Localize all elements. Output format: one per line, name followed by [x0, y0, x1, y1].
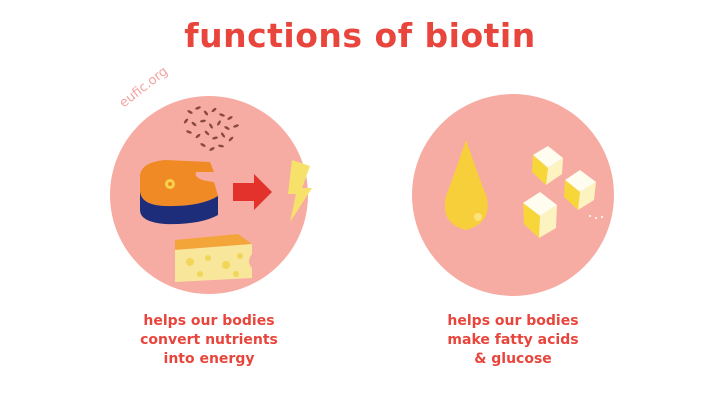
caption-line: & glucose	[474, 351, 552, 367]
sugar-cubes-icon	[523, 146, 603, 238]
cheese-icon	[175, 234, 252, 282]
seeds-icon	[183, 106, 239, 151]
energy-circle	[110, 96, 312, 294]
caption-line: helps our bodies	[143, 313, 275, 329]
fatty-acids-circle	[412, 94, 614, 296]
oil-drop-icon	[444, 140, 488, 230]
salmon-steak-icon	[140, 160, 218, 225]
caption-energy: helps our bodies convert nutrients into …	[99, 312, 319, 369]
caption-line: helps our bodies	[447, 313, 579, 329]
page-title: functions of biotin	[184, 16, 536, 55]
caption-line: convert nutrients	[140, 332, 278, 348]
caption-line: into energy	[163, 351, 255, 367]
caption-fatty-acids: helps our bodies make fatty acids & gluc…	[403, 312, 623, 369]
lightning-bolt-icon	[288, 160, 312, 222]
arrow-right-icon	[233, 174, 272, 210]
caption-line: make fatty acids	[447, 332, 579, 348]
